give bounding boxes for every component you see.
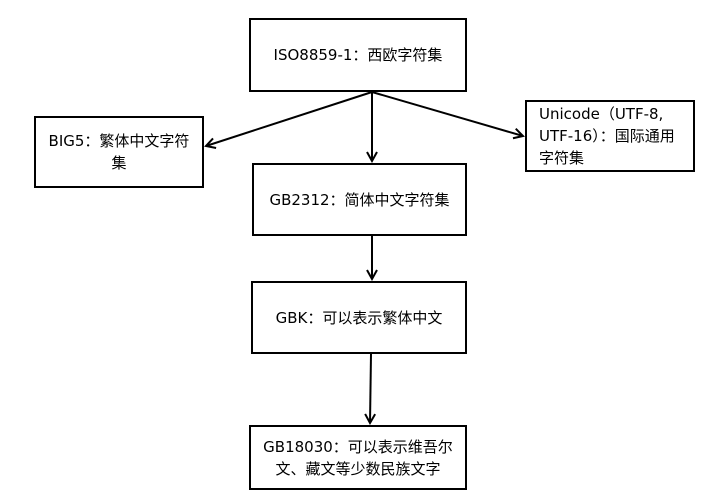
node-big5-label: BIG5：繁体中文字符集 — [48, 132, 190, 172]
node-gb2312-label: GB2312：简体中文字符集 — [269, 190, 450, 209]
edge-iso-to-unicode — [371, 91, 523, 136]
node-iso8859-1: ISO8859-1：西欧字符集 — [249, 18, 467, 92]
node-gb2312: GB2312：简体中文字符集 — [252, 163, 467, 236]
edge-gbk-to-gb18030 — [370, 353, 371, 423]
node-gb18030-label: GB18030：可以表示维吾尔 文、藏文等少数民族文字 — [263, 437, 453, 478]
node-gb18030: GB18030：可以表示维吾尔 文、藏文等少数民族文字 — [249, 425, 467, 490]
node-gbk: GBK：可以表示繁体中文 — [251, 281, 467, 354]
node-big5: BIG5：繁体中文字符集 — [34, 116, 204, 188]
edge-iso-to-big5 — [206, 91, 373, 146]
node-iso8859-1-label: ISO8859-1：西欧字符集 — [273, 46, 443, 64]
node-gbk-label: GBK：可以表示繁体中文 — [275, 308, 443, 327]
node-unicode-label: Unicode（UTF-8, UTF-16）：国际通用 字符集 — [539, 105, 675, 167]
node-unicode: Unicode（UTF-8, UTF-16）：国际通用 字符集 — [525, 100, 695, 172]
